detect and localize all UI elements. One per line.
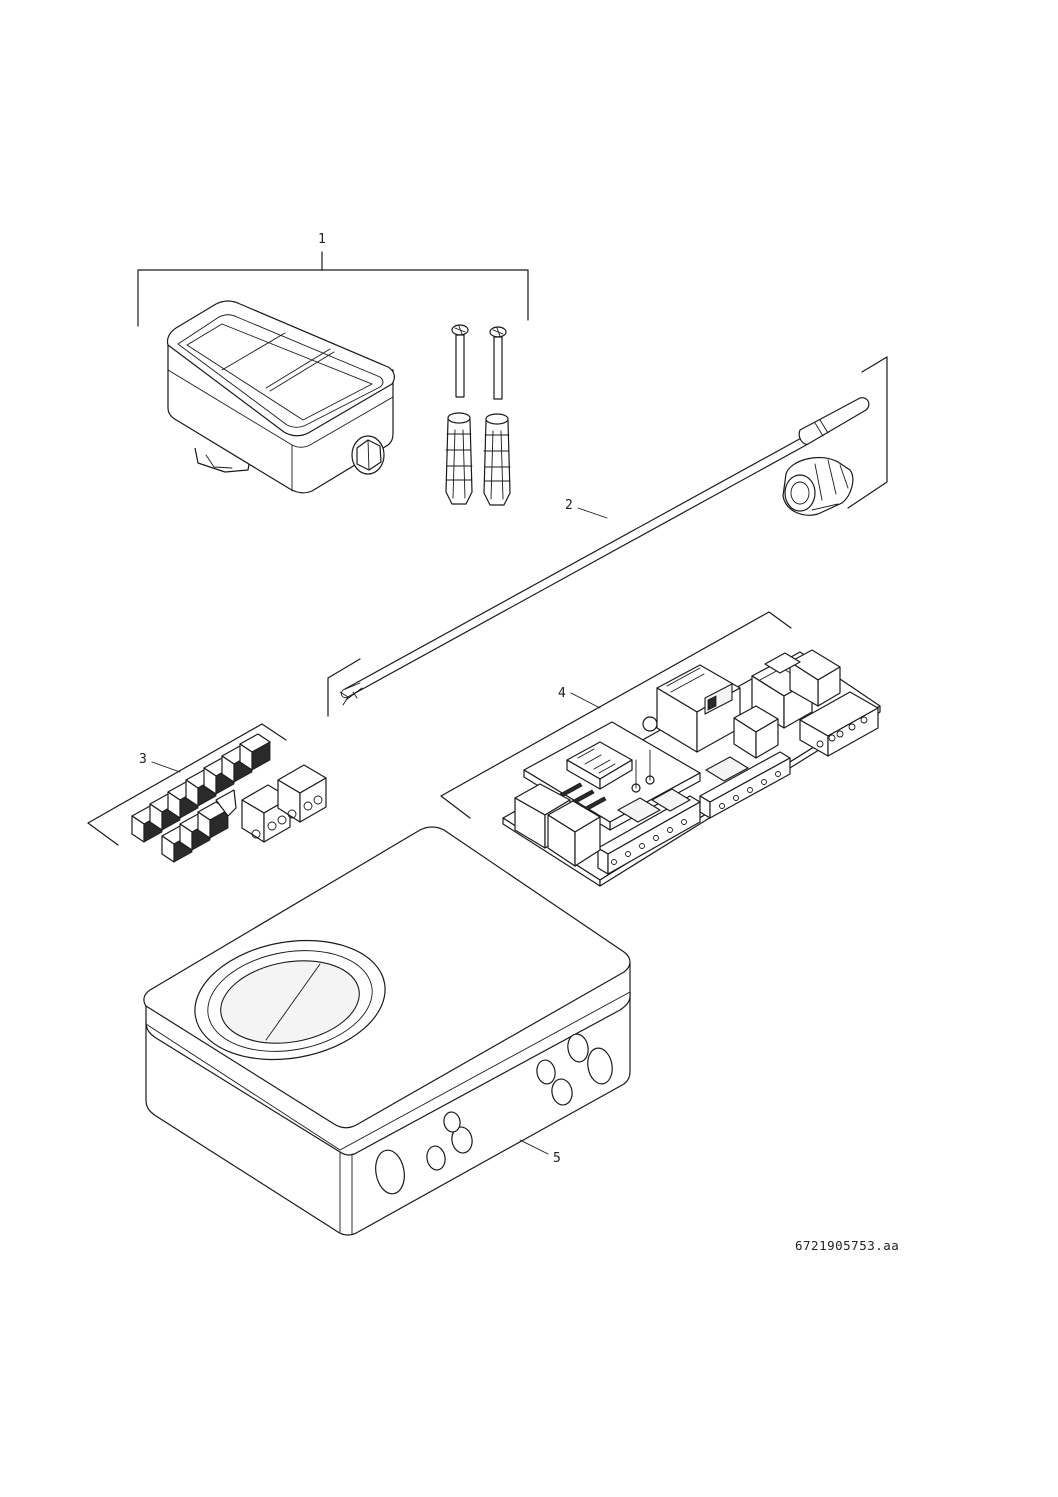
part-1-bracket <box>137 251 529 327</box>
sensor-cable <box>339 397 870 706</box>
part-2-leader <box>577 507 608 519</box>
part-2-label: 2 <box>565 498 573 513</box>
terminal-blocks-front <box>597 751 791 875</box>
part-5-label: 5 <box>553 1151 561 1166</box>
drawing-code: 6721905753.aa <box>795 1238 899 1253</box>
part-4-label: 4 <box>558 686 566 701</box>
part-4-bracket <box>440 611 792 819</box>
connector-2pole <box>131 733 271 863</box>
relays-front <box>514 783 601 867</box>
control-pcb <box>502 649 881 887</box>
part-3-leader <box>151 761 181 773</box>
sensor-housing <box>166 300 395 494</box>
cable-gland <box>782 456 854 516</box>
relays <box>751 649 841 729</box>
transformer <box>656 664 741 753</box>
part-3-label: 3 <box>139 752 147 767</box>
wall-plugs <box>445 412 511 506</box>
terminal-blocks-right <box>799 691 879 757</box>
part-5-leader <box>519 1139 549 1155</box>
connector-3pole <box>241 764 327 843</box>
plug-connectors <box>131 733 327 863</box>
part-4-leader <box>570 692 601 709</box>
part-3-bracket <box>87 723 287 846</box>
part-1-label: 1 <box>318 232 326 247</box>
part-2-bracket <box>327 356 888 717</box>
screws <box>451 324 507 400</box>
enclosure <box>143 826 631 1236</box>
